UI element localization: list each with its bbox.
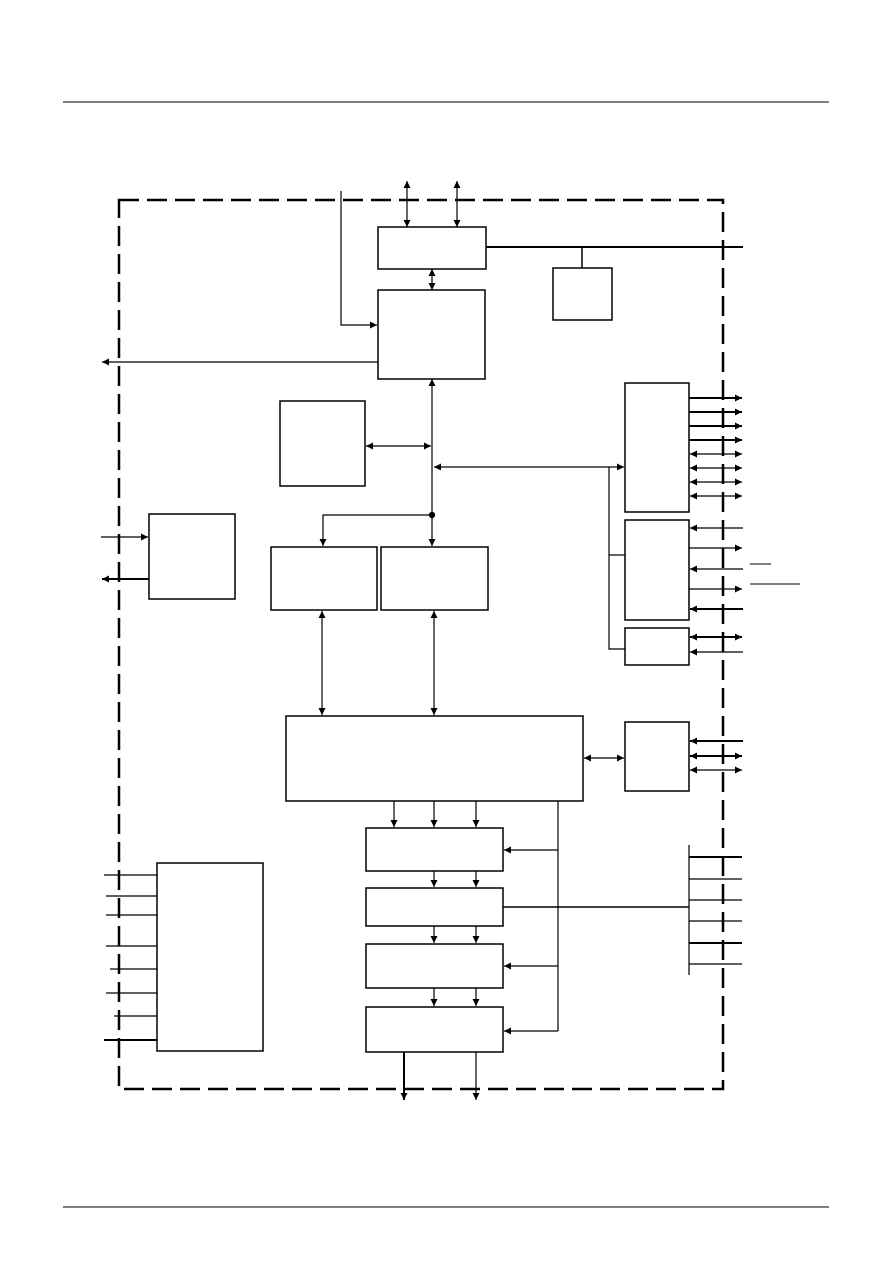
block-right-port-b	[624, 519, 690, 621]
block-left-input	[148, 513, 236, 600]
block-core-controller	[377, 289, 486, 380]
block-right-lower	[624, 721, 690, 792]
external-core-input	[340, 191, 377, 329]
block-right-port-a	[624, 382, 690, 513]
block-mid-right	[380, 546, 489, 611]
block-chain-2	[365, 887, 504, 927]
block-main-bus	[285, 715, 584, 802]
block-chain-4	[365, 1006, 504, 1053]
block-small-top-right	[552, 267, 613, 321]
block-mid-left	[270, 546, 378, 611]
block-left-middle	[279, 400, 366, 487]
block-chain-1	[365, 827, 504, 872]
block-top-interface	[377, 226, 487, 270]
right-port-tree	[608, 467, 625, 650]
bus-junction-dot	[428, 511, 436, 519]
block-right-port-c	[624, 627, 690, 666]
block-chain-3	[365, 943, 504, 989]
block-bottom-left	[156, 862, 264, 1052]
mid-left-branch	[319, 514, 432, 546]
chip-boundary	[117, 198, 725, 1091]
